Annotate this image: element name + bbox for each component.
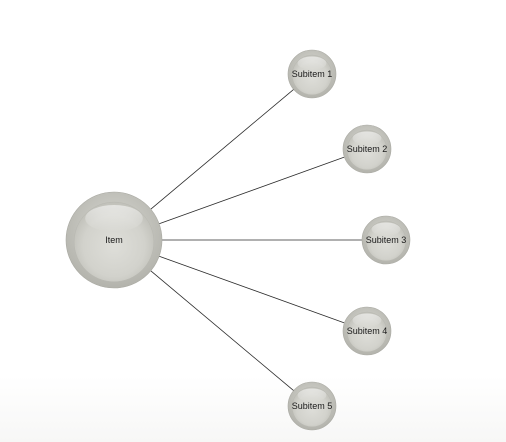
node-subitem-2[interactable]: Subitem 2: [342, 124, 392, 174]
node-subitem-5[interactable]: Subitem 5: [287, 381, 337, 431]
diagram-nodes: Item Subitem 1 Subitem 2 Subitem 3 Subitem 4…: [65, 49, 411, 431]
node-gloss: [352, 131, 382, 145]
subitem-label: Subitem 4: [347, 326, 388, 336]
connector-subitem-2: [159, 154, 352, 225]
node-gloss: [297, 388, 327, 402]
connector-subitem-1: [150, 84, 300, 210]
node-gloss: [297, 56, 327, 70]
node-item[interactable]: Item: [65, 191, 163, 289]
connector-lines: [150, 84, 370, 396]
connector-subitem-4: [159, 255, 352, 326]
subitem-label: Subitem 3: [366, 235, 407, 245]
node-gloss: [371, 222, 401, 236]
node-subitem-4[interactable]: Subitem 4: [342, 306, 392, 356]
subitem-label: Subitem 2: [347, 144, 388, 154]
root-label: Item: [105, 235, 123, 245]
connector-subitem-5: [150, 270, 300, 396]
subitem-label: Subitem 5: [292, 401, 333, 411]
subitem-label: Subitem 1: [292, 69, 333, 79]
node-subitem-1[interactable]: Subitem 1: [287, 49, 337, 99]
node-gloss: [352, 313, 382, 327]
node-subitem-3[interactable]: Subitem 3: [361, 215, 411, 265]
node-gloss: [85, 204, 143, 232]
